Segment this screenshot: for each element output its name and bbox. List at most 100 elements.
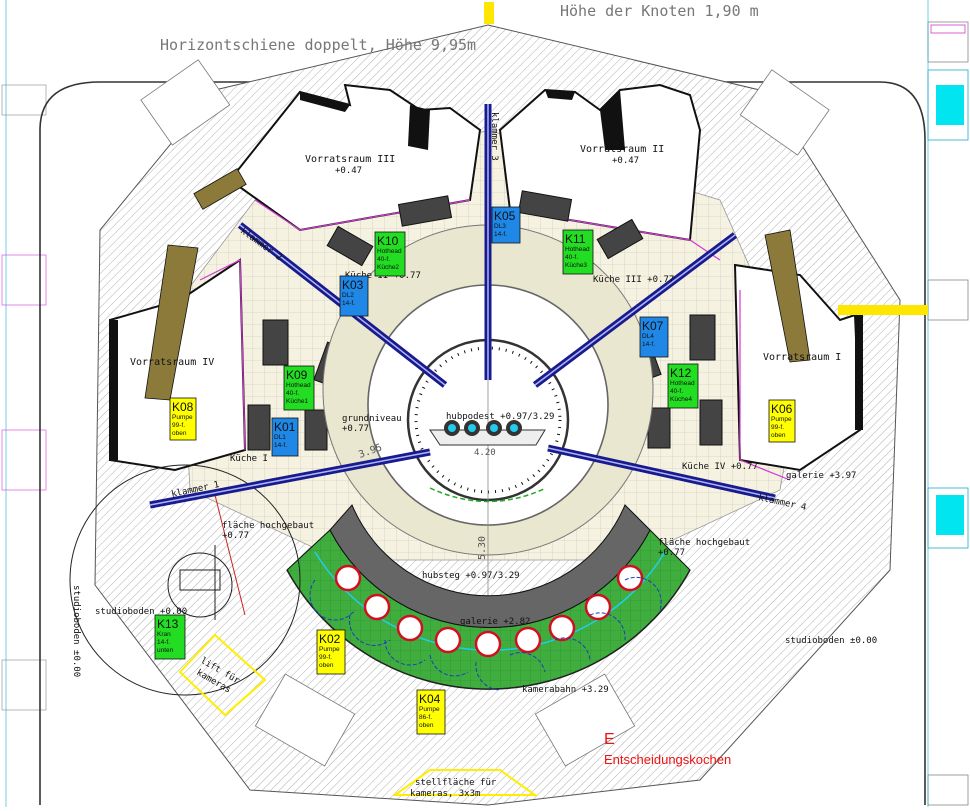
tag-id: K13 (157, 617, 179, 631)
tag-box (639, 316, 669, 358)
area-kueche3: Küche III +0.77 (593, 275, 674, 285)
tag-line-2: 40-f. (286, 390, 299, 397)
dim-inner: 4.20 (474, 448, 496, 458)
area-studio-vertical: studioboden ±0.00 (71, 585, 81, 677)
hubsteg (329, 504, 651, 629)
note-text: Entscheidungskochen (604, 752, 731, 767)
tag-line-3: oben (319, 662, 334, 669)
tag-id: K12 (670, 366, 692, 380)
area-galerie-center: galerie +2.82 (460, 617, 530, 627)
red-edge-line (214, 494, 246, 616)
area-stell-2: kameras, 3x3m (410, 789, 480, 799)
counters (144, 168, 811, 401)
tag-line-1: Hothead (670, 380, 695, 387)
tag-line-3: unten (157, 647, 174, 654)
tag-line-3: oben (172, 430, 187, 437)
tag-line-3: Küche2 (377, 264, 399, 271)
storage-wall-accents (110, 90, 863, 460)
area-studio-left: studioboden +0.00 (95, 607, 187, 617)
dim-center: 5.30 (477, 536, 488, 560)
tag-line-2: 40-f. (670, 388, 683, 395)
tag-line-2: 14-f. (274, 442, 287, 449)
room-label-4: Vorratsraum IV (130, 357, 214, 368)
tag-box (316, 629, 346, 675)
lift-for-cameras-zone (178, 633, 267, 717)
right-yellow-mark (838, 305, 928, 315)
top-right-title: Höhe der Knoten 1,90 m (560, 2, 759, 20)
tag-line-1: DL2 (342, 292, 354, 299)
tag-line-1: Pumpe (771, 416, 792, 423)
tag-line-1: DL4 (642, 333, 654, 340)
stairs (140, 59, 830, 767)
tag-line-1: DL1 (274, 434, 286, 441)
area-kamerabahn: kamerabahn +3.29 (522, 685, 609, 695)
tag-box (491, 206, 521, 244)
tag-id: K04 (419, 692, 441, 706)
tag-id: K10 (377, 234, 399, 248)
tag-line-3: Küche3 (565, 262, 587, 269)
tag-box (154, 614, 186, 660)
tag-line-1: Hothead (286, 382, 311, 389)
tag-line-2: 40-f. (565, 254, 578, 261)
area-kueche1: Küche I (230, 454, 268, 464)
tag-line-1: DL3 (494, 223, 506, 230)
tag-id: K11 (565, 232, 586, 246)
area-grundniveau-level: +0.77 (342, 424, 369, 434)
tag-line-3: Küche4 (670, 396, 692, 403)
tag-id: K03 (342, 278, 364, 292)
tag-line-2: 14-f. (157, 639, 170, 646)
top-yellow-mark (484, 2, 494, 24)
tag-line-3: oben (771, 432, 786, 439)
tag-line-3: Küche1 (286, 398, 308, 405)
tag-box (416, 689, 446, 735)
crane-sweeps (309, 576, 662, 691)
tag-line-1: Pumpe (419, 706, 440, 713)
room-label-1: Vorratsraum I (763, 352, 841, 363)
left-sidebar-frames (1, 84, 47, 711)
tag-line-1: Hothead (377, 248, 402, 255)
tag-line-2: 14-f. (494, 231, 507, 238)
tag-line-2: 40-f. (377, 256, 390, 263)
tag-line-2: 86-f. (419, 714, 432, 721)
studio-lift-radius (69, 464, 301, 696)
tag-id: K01 (274, 420, 296, 434)
area-hubsteg: hubsteg +0.97/3.29 (422, 571, 520, 581)
tag-line-1: Pumpe (319, 646, 340, 653)
area-flaeche-right-level: +0.77 (658, 548, 685, 558)
room-label-3: Vorratsraum III (305, 154, 395, 165)
area-flaeche-left: fläche hochgebaut (222, 521, 314, 531)
tag-box (667, 363, 699, 409)
tag-line-3: oben (419, 722, 434, 729)
tag-box (271, 417, 299, 457)
tag-line-2: 99-f. (319, 654, 332, 661)
camera-tags: K05DL314-f.K10Hothead40-f.Küche2K11Hothe… (154, 206, 796, 735)
area-kueche4: Küche IV +0.77 (682, 462, 758, 472)
room-level-2: +0.47 (612, 156, 639, 166)
tag-id: K09 (286, 368, 308, 382)
tag-box (562, 229, 594, 275)
crane-positions (334, 564, 644, 658)
tag-line-1: Pumpe (172, 414, 193, 421)
top-left-title: Horizontschiene doppelt, Höhe 9,95m (160, 36, 476, 54)
kamerabahn-line (286, 569, 691, 690)
room-level-3: +0.47 (335, 166, 362, 176)
lift-machine (167, 545, 233, 620)
area-galerie-right: galerie +3.97 (786, 471, 856, 481)
tag-box (169, 397, 197, 441)
rail-label-3: klammer 3 (489, 112, 499, 161)
tag-line-2: 14-f. (642, 341, 655, 348)
area-hubpodest: hubpodest +0.97/3.29 (446, 412, 554, 422)
area-grundniveau: grundniveau (342, 414, 402, 424)
tag-id: K06 (771, 402, 793, 416)
tag-line-1: Kran (157, 631, 171, 638)
tag-box (339, 275, 369, 317)
